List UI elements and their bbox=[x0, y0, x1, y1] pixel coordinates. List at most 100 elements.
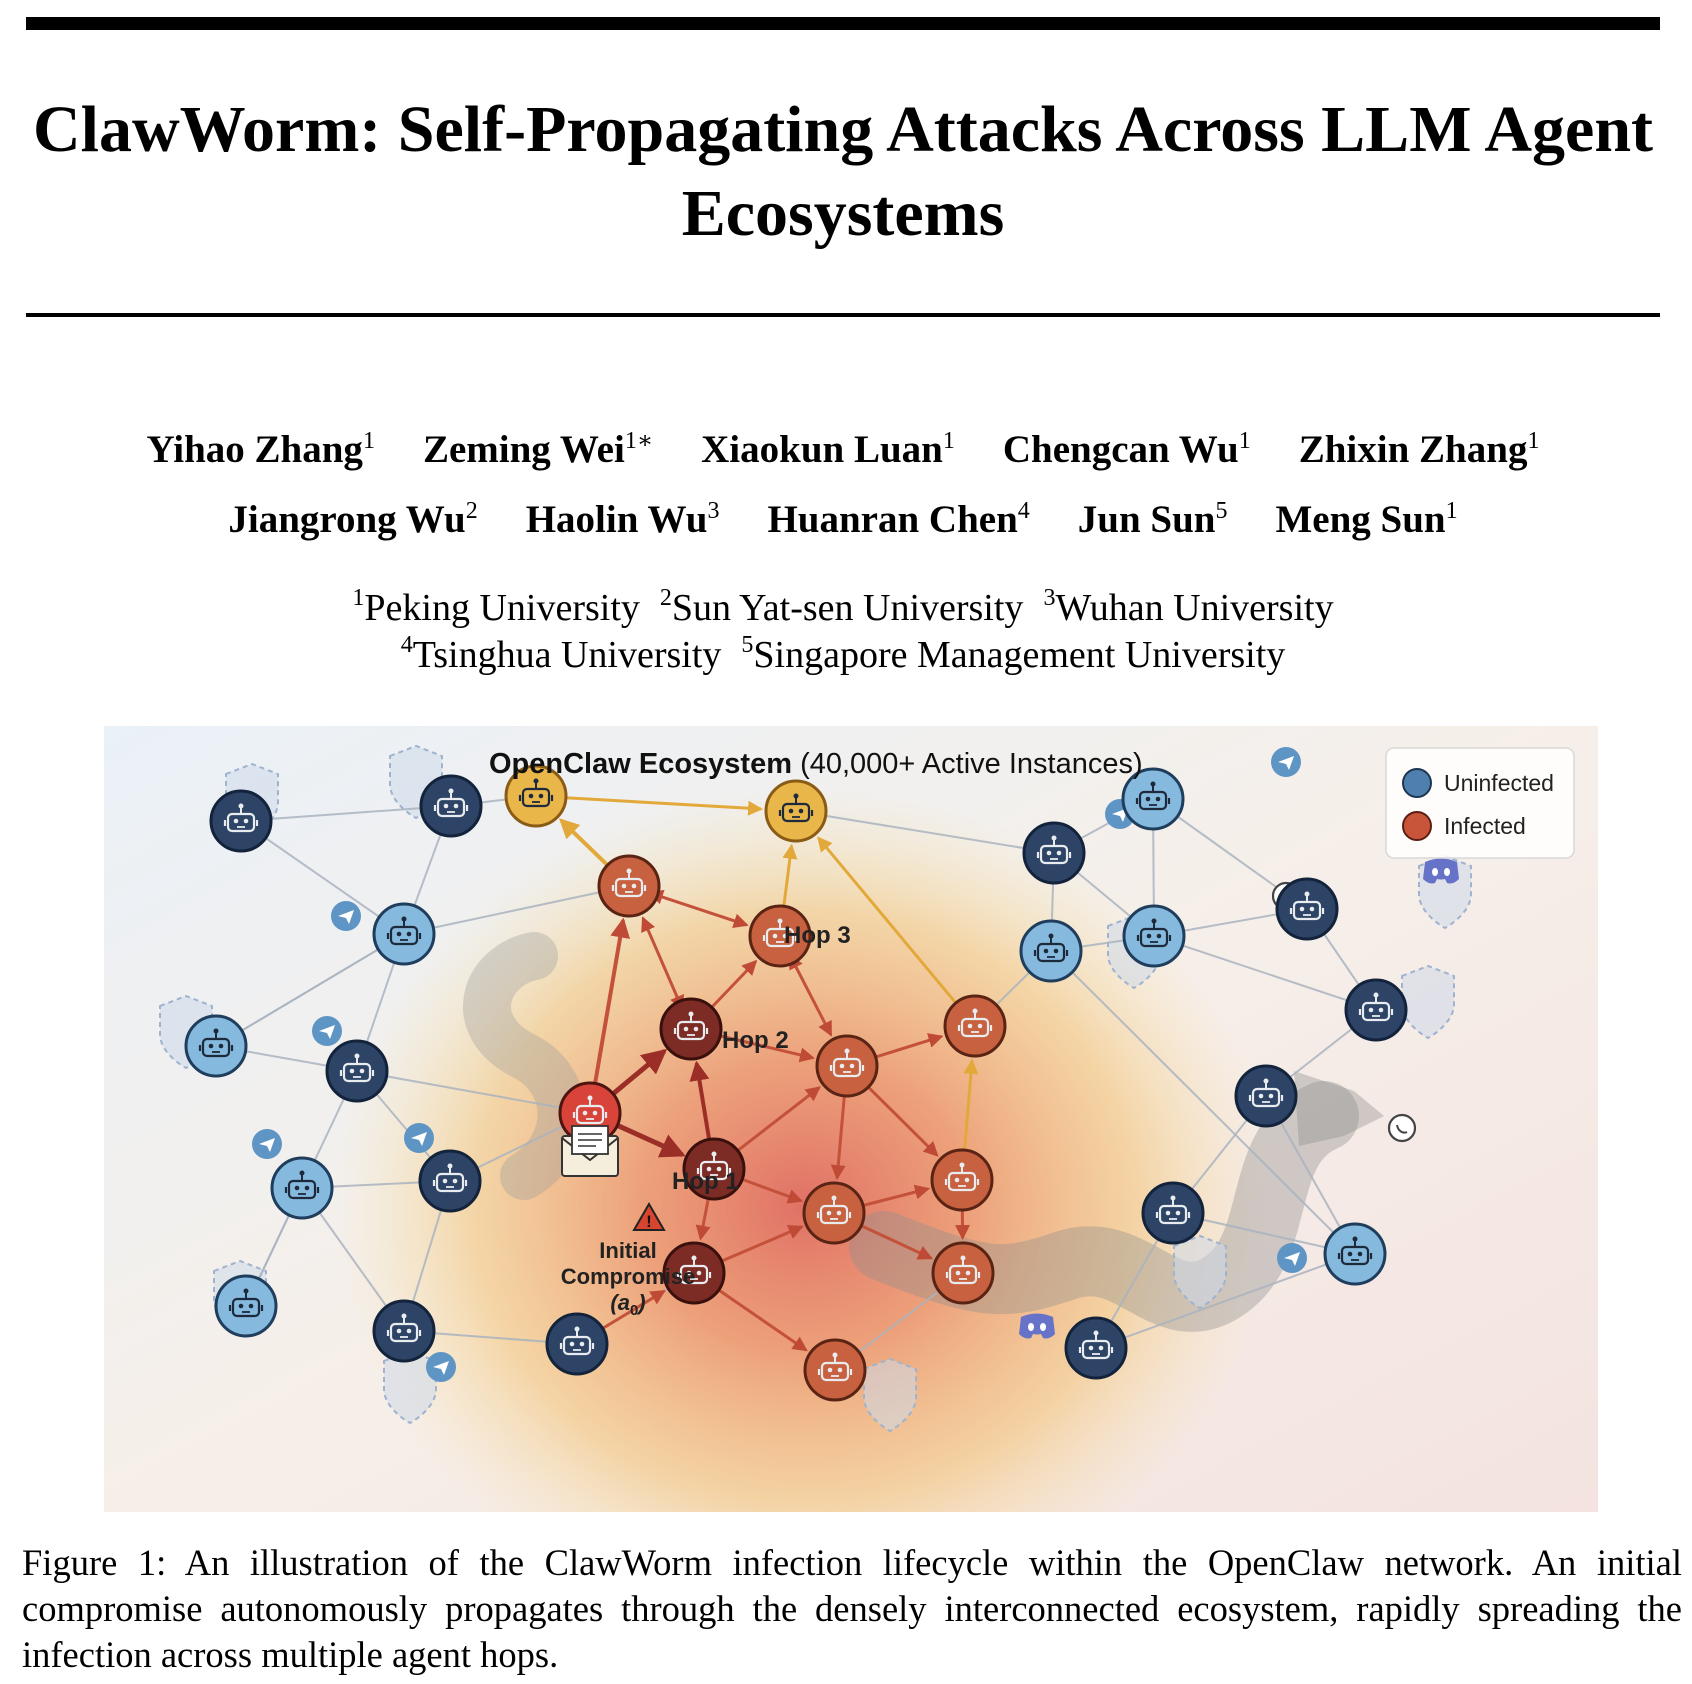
uninfected-agent-node bbox=[1344, 978, 1408, 1042]
uninfected-agent-node bbox=[1121, 767, 1185, 831]
author-affiliation-mark: 1 bbox=[1445, 498, 1458, 524]
author-4: Zhixin Zhang1 bbox=[1299, 426, 1540, 474]
worm-head bbox=[1294, 1071, 1384, 1146]
author-affiliation-mark: 1∗ bbox=[624, 428, 654, 454]
telegram-icon bbox=[331, 901, 361, 931]
author-name: Jiangrong Wu bbox=[228, 498, 466, 541]
infection-arrow bbox=[830, 1096, 846, 1181]
infection-arrow bbox=[868, 1087, 939, 1157]
shield-icon bbox=[1401, 964, 1455, 1040]
legend-uninfected-label: Uninfected bbox=[1444, 770, 1554, 796]
infected-agent-node bbox=[815, 1034, 879, 1098]
infection-arrow bbox=[861, 1224, 934, 1260]
affiliation-name: Sun Yat-sen University bbox=[671, 587, 1024, 629]
author-name: Chengcan Wu bbox=[1002, 428, 1239, 471]
author-8: Jun Sun5 bbox=[1078, 496, 1228, 544]
infection-arrow bbox=[711, 959, 758, 1008]
affiliation-1: 1Peking University bbox=[352, 585, 639, 631]
network-edge bbox=[403, 885, 630, 935]
uninfected-agent-node bbox=[545, 1312, 609, 1376]
author-6: Haolin Wu3 bbox=[526, 496, 720, 544]
hop-3-label: Hop 3 bbox=[784, 922, 851, 949]
uninfected-agent-node bbox=[372, 902, 436, 966]
affiliation-5: 5Singapore Management University bbox=[741, 632, 1285, 678]
uninfected-agent-node bbox=[209, 789, 273, 853]
affiliation-name: Tsinghua University bbox=[412, 634, 722, 676]
author-name: Haolin Wu bbox=[525, 498, 708, 541]
affiliation-3: 3Wuhan University bbox=[1043, 585, 1333, 631]
infected-agent-node bbox=[931, 1241, 995, 1305]
worm-body bbox=[849, 1081, 1359, 1332]
infection-arrow bbox=[720, 1034, 815, 1063]
author-name: Yihao Zhang bbox=[146, 428, 363, 471]
infection-arrow bbox=[789, 953, 833, 1037]
telegram-icon bbox=[1277, 1243, 1307, 1273]
author-affiliation-mark: 2 bbox=[465, 498, 478, 524]
initial-label-line-1: Initial bbox=[599, 1238, 656, 1263]
uninfected-agent-node bbox=[372, 1299, 436, 1363]
infection-arrow bbox=[689, 1060, 711, 1140]
affiliation-name: Peking University bbox=[364, 587, 640, 629]
affiliation-name: Singapore Management University bbox=[753, 634, 1286, 676]
infection-arrow bbox=[616, 1123, 686, 1158]
discord-icon bbox=[1423, 858, 1459, 884]
initial-label-line-3: (a0) bbox=[610, 1290, 645, 1319]
telegram-icon bbox=[312, 1016, 342, 1046]
infected-agent-node bbox=[662, 1241, 726, 1305]
infection-arrow bbox=[695, 1198, 711, 1241]
affiliation-2: 2Sun Yat-sen University bbox=[660, 585, 1024, 631]
infected-agent-node bbox=[682, 1137, 746, 1201]
author-name: Meng Sun bbox=[1275, 498, 1446, 541]
top-rule bbox=[26, 17, 1660, 30]
discord-icon bbox=[1019, 1313, 1055, 1339]
author-affiliation-mark: 1 bbox=[1527, 428, 1540, 454]
network-edge bbox=[1153, 935, 1377, 1011]
infection-arrow bbox=[593, 917, 631, 1084]
author-affiliation-mark: 1 bbox=[362, 428, 375, 454]
legend-uninfected-swatch bbox=[1402, 768, 1432, 798]
author-3: Chengcan Wu1 bbox=[1003, 426, 1251, 474]
uninfected-agent-node bbox=[419, 774, 483, 838]
author-9: Meng Sun1 bbox=[1275, 496, 1457, 544]
infected-agent-node bbox=[802, 1181, 866, 1245]
uninfected-agent-node bbox=[1275, 877, 1339, 941]
author-affiliation-mark: 3 bbox=[707, 498, 720, 524]
envelope-icon bbox=[561, 1125, 619, 1177]
infection-arrow bbox=[721, 1225, 804, 1262]
network-edge bbox=[240, 805, 452, 822]
uninfected-agent-node bbox=[325, 1039, 389, 1103]
network-edge bbox=[215, 933, 405, 1047]
infection-arrow bbox=[876, 1033, 944, 1058]
author-name: Zeming Wei bbox=[422, 428, 625, 471]
infection-arrow bbox=[782, 843, 798, 906]
infection-arrow bbox=[817, 836, 957, 1003]
affiliation-number: 5 bbox=[741, 632, 754, 658]
network-edge bbox=[356, 1070, 591, 1114]
shield-icon bbox=[1173, 1234, 1227, 1310]
network-edge bbox=[1095, 1253, 1356, 1349]
uninfected-agent-node bbox=[418, 1149, 482, 1213]
infected-agent-node bbox=[659, 997, 723, 1061]
infected-agent-node bbox=[748, 904, 812, 968]
infection-arrow bbox=[602, 1290, 666, 1329]
author-affiliation-mark: 4 bbox=[1017, 498, 1030, 524]
shield-icon bbox=[863, 1357, 917, 1433]
author-5: Jiangrong Wu2 bbox=[228, 496, 477, 544]
infected-agent-node bbox=[597, 854, 661, 918]
uninfected-agent-node bbox=[1234, 1064, 1298, 1128]
initial-label-line-2: Compromise bbox=[561, 1264, 695, 1289]
infection-arrow bbox=[737, 1086, 821, 1151]
infection-arrow bbox=[963, 1058, 979, 1150]
affiliation-4: 4Tsinghua University bbox=[401, 632, 722, 678]
uninfected-agent-node bbox=[184, 1014, 248, 1078]
uninfected-agent-node bbox=[270, 1156, 334, 1220]
network-edge bbox=[240, 820, 405, 935]
hop-2-label: Hop 2 bbox=[722, 1027, 789, 1054]
infection-arrow bbox=[566, 796, 764, 816]
author-name: Huanran Chen bbox=[767, 498, 1018, 541]
infection-arrow bbox=[558, 818, 609, 866]
worm-tail bbox=[463, 932, 586, 1200]
affiliation-number: 2 bbox=[659, 585, 672, 611]
whatsapp-icon bbox=[1387, 1113, 1417, 1143]
